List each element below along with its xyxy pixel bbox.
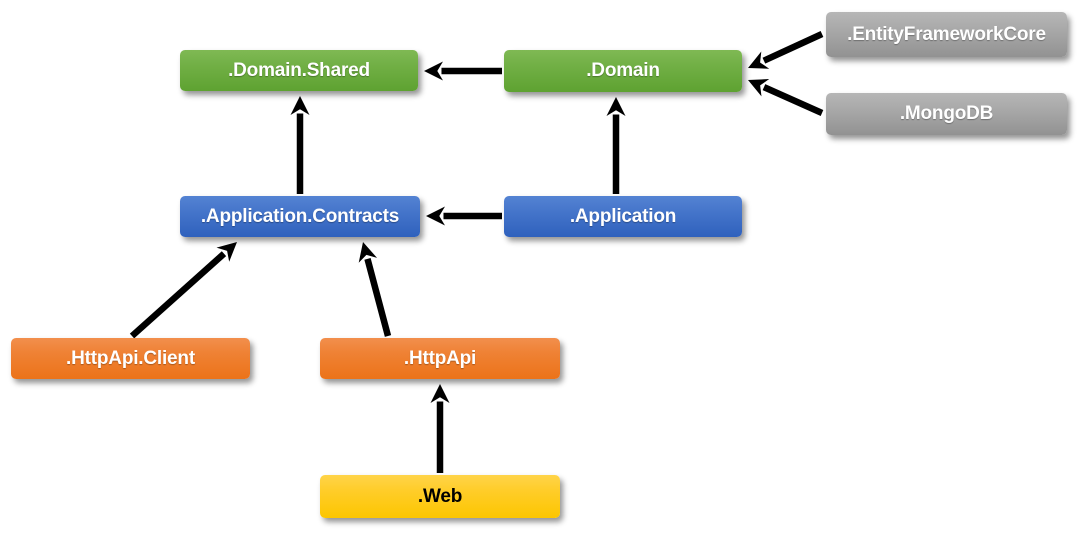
arrow-head bbox=[430, 384, 450, 403]
arrow-head bbox=[748, 79, 770, 97]
arrow-application-contracts-to-domain-shared bbox=[290, 96, 310, 194]
arrow-head bbox=[606, 97, 626, 116]
arrow-head bbox=[358, 242, 378, 263]
module-label: .Application.Contracts bbox=[200, 205, 400, 227]
arrow-httpapi-to-application-contracts bbox=[358, 242, 392, 337]
module-label: .HttpApi bbox=[403, 347, 477, 369]
module-box-domain-shared[interactable]: .Domain.Shared bbox=[180, 50, 418, 91]
module-label: .Web bbox=[417, 485, 463, 507]
module-box-entity-framework-core[interactable]: .EntityFrameworkCore bbox=[826, 12, 1067, 57]
module-box-web[interactable]: .Web bbox=[320, 475, 560, 518]
module-label: .Domain bbox=[586, 60, 660, 81]
module-box-httpapi-client[interactable]: .HttpApi.Client bbox=[11, 338, 250, 379]
module-box-application[interactable]: .Application bbox=[504, 196, 742, 237]
module-box-httpapi[interactable]: .HttpApi bbox=[320, 338, 560, 379]
module-box-mongodb[interactable]: .MongoDB bbox=[826, 93, 1067, 135]
arrow-shaft bbox=[364, 258, 392, 337]
arrow-head bbox=[290, 96, 310, 115]
arrow-shaft bbox=[762, 84, 824, 116]
arrow-head bbox=[424, 61, 443, 81]
arrow-web-to-httpapi bbox=[430, 384, 450, 473]
arrow-shaft bbox=[762, 31, 824, 64]
arrow-head bbox=[216, 242, 237, 262]
module-label: .EntityFrameworkCore bbox=[847, 23, 1046, 45]
arrow-shaft bbox=[129, 251, 227, 339]
module-label: .HttpApi.Client bbox=[66, 347, 195, 369]
module-label: .MongoDB bbox=[899, 103, 994, 124]
module-box-application-contracts[interactable]: .Application.Contracts bbox=[180, 196, 420, 237]
arrow-domain-to-domain-shared bbox=[424, 61, 502, 81]
arrow-head bbox=[426, 206, 445, 226]
arrow-head bbox=[748, 51, 770, 69]
module-label: .Application bbox=[569, 205, 677, 227]
arrow-httpapi-client-to-application-contracts bbox=[129, 242, 237, 339]
module-box-domain[interactable]: .Domain bbox=[504, 50, 742, 92]
arrow-application-to-domain bbox=[606, 97, 626, 194]
arrow-application-to-application-contracts bbox=[426, 206, 502, 226]
arrow-entity-framework-core-to-domain bbox=[748, 31, 824, 69]
module-label: .Domain.Shared bbox=[228, 59, 370, 81]
arrow-mongodb-to-domain bbox=[748, 79, 824, 116]
